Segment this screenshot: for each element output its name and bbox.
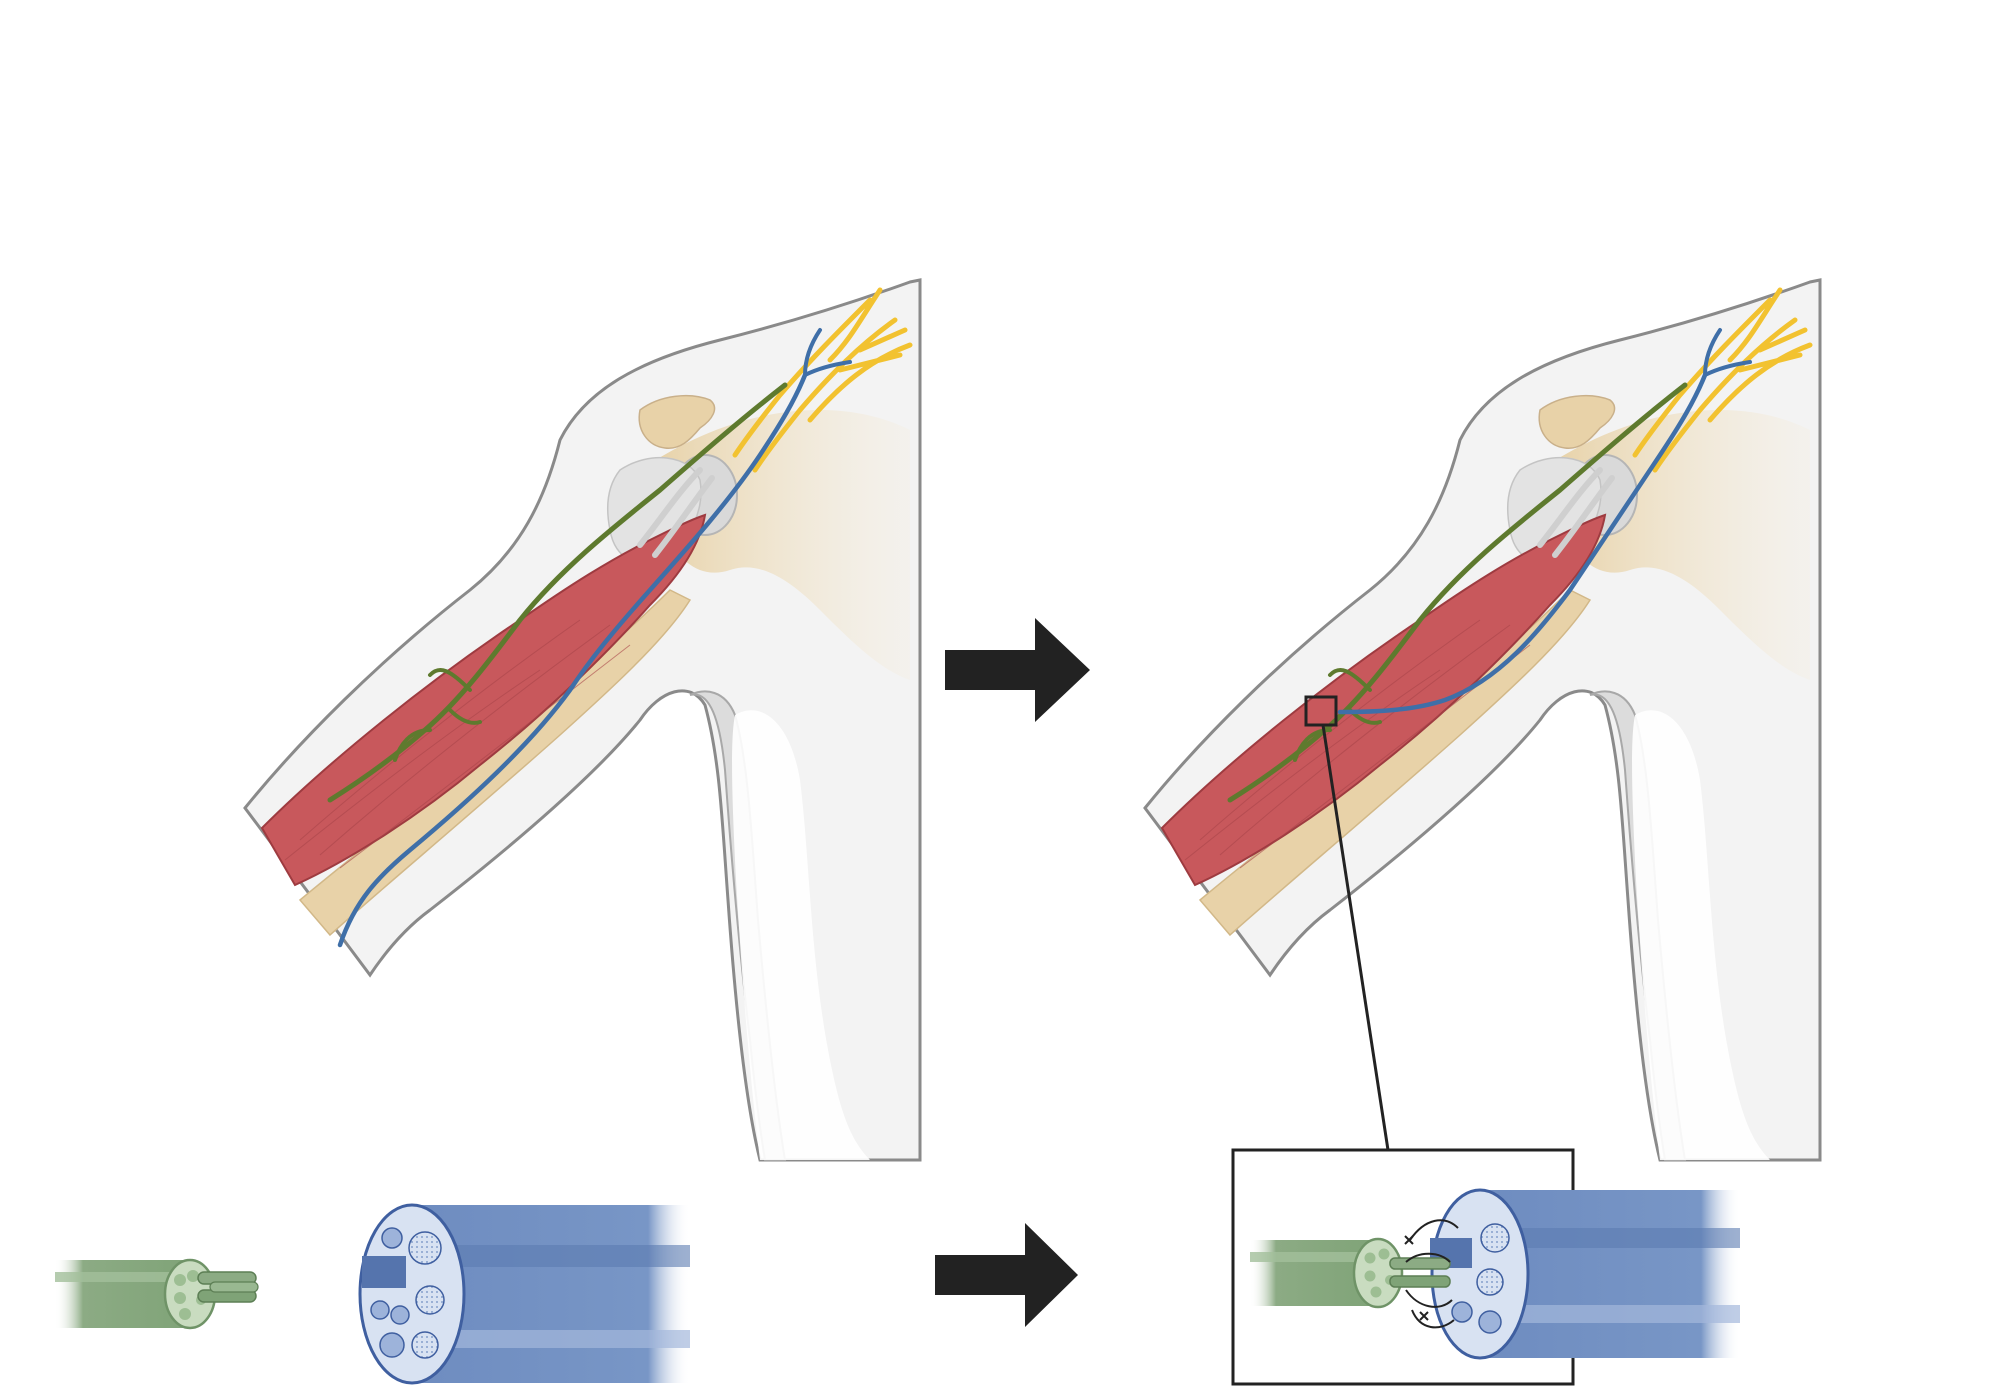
before-transfer-arm xyxy=(245,280,920,1160)
zoom-connector-line xyxy=(1321,724,1390,1151)
coaptated-donor-nerve xyxy=(1250,1237,1451,1309)
recipient-nerve-rerouted xyxy=(1337,372,1708,715)
donor-nerve xyxy=(327,382,788,803)
coaptated-recipient-nerve xyxy=(1430,1188,1740,1360)
after-transfer-arm xyxy=(1145,280,1820,1160)
recipient-nerve-segment xyxy=(358,1203,690,1385)
recipient-nerve xyxy=(337,372,808,948)
donor-nerve-transferred xyxy=(1227,382,1688,803)
suture-icon xyxy=(1404,1219,1459,1329)
arrow-right-icon xyxy=(945,618,1090,722)
coaptation-site-box xyxy=(1304,695,1338,727)
arrow-right-icon xyxy=(935,1223,1078,1327)
donor-nerve-segment xyxy=(55,1258,259,1330)
